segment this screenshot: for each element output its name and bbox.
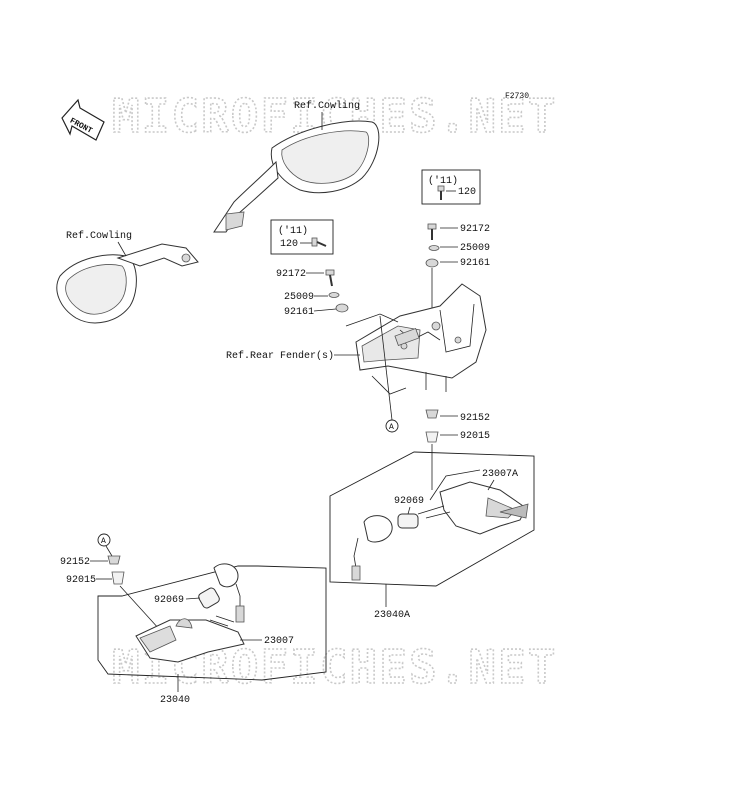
diagram-code: F2730 (505, 92, 529, 101)
rear-fender-bracket (355, 283, 487, 392)
label-92152-right: 92152 (460, 413, 490, 424)
box-left-signal (97, 565, 327, 681)
fasteners-right (425, 223, 440, 268)
fasteners-left (325, 269, 349, 313)
label-ref-cowling-left: Ref.Cowling (66, 230, 132, 242)
label-92152-left: 92152 (60, 557, 90, 568)
label-25009-left: 25009 (284, 292, 314, 303)
turn-signal-right (351, 481, 529, 581)
label-92172-right: 92172 (460, 224, 490, 235)
label-92015-left: 92015 (66, 575, 96, 586)
label-92161-left: 92161 (284, 307, 314, 318)
label-23040a: 23040A (374, 610, 410, 621)
callout-a-circle-top (385, 419, 399, 433)
label-23007a: 23007A (482, 469, 518, 480)
label-92069-left: 92069 (154, 595, 184, 606)
label-92161-right: 92161 (460, 258, 490, 269)
label-92015-right: 92015 (460, 431, 490, 442)
mirror-left (56, 243, 199, 324)
box-right-year: ('11) (428, 175, 458, 187)
grommet-left (107, 555, 125, 585)
turn-signal-left (135, 563, 245, 663)
callout-a-circle-bottom (97, 533, 111, 547)
label-ref-cowling-top: Ref.Cowling (294, 100, 360, 112)
label-23007: 23007 (264, 636, 294, 647)
label-ref-rear-fender: Ref.Rear Fender(s) (226, 350, 334, 362)
label-92172-left: 92172 (276, 269, 306, 280)
year-box-left: ('11) 120 (270, 219, 334, 255)
front-arrow-icon: FRONT (61, 98, 105, 141)
grommet-right (425, 409, 439, 443)
year-box-right: ('11) 120 (421, 169, 481, 205)
box-left-year: ('11) (278, 225, 308, 237)
label-23040: 23040 (160, 695, 190, 706)
box-left-part: 120 (280, 239, 298, 250)
callout-a-bottom: A (101, 537, 106, 546)
label-25009-right: 25009 (460, 243, 490, 254)
box-right-signal (329, 451, 535, 587)
box-right-part: 120 (458, 187, 476, 198)
label-92069-right: 92069 (394, 496, 424, 507)
mirror-right (213, 120, 380, 233)
callout-a-top: A (389, 423, 394, 432)
